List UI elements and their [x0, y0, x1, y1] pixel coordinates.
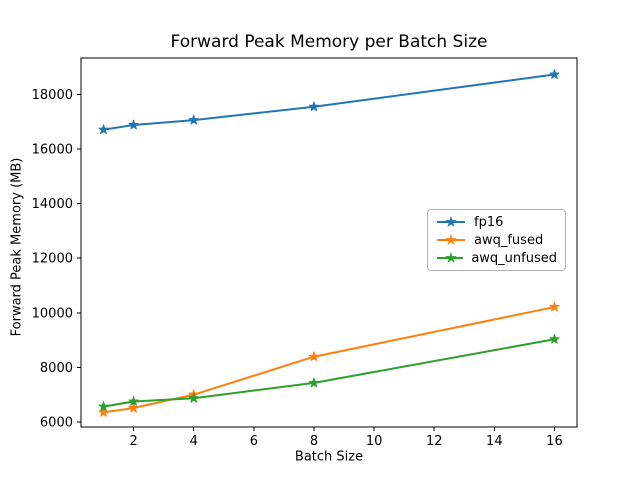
legend: fp16 awq_fused awq_unfused: [427, 209, 566, 271]
legend-line-marker-sample: [437, 215, 465, 227]
legend-line-marker-sample: [437, 233, 465, 245]
data-point-star-marker: [308, 377, 320, 388]
x-tick-label: 16: [546, 434, 563, 449]
data-point-star-marker: [128, 402, 139, 413]
data-point-star-marker: [128, 396, 139, 406]
data-point-star-marker: [308, 101, 320, 112]
data-point-star-marker: [98, 407, 109, 417]
axes-spines: [80, 57, 578, 428]
legend-sample-star-marker: [445, 215, 457, 227]
legend-label: awq_unfused: [471, 250, 557, 266]
series-fp16: [98, 69, 560, 135]
legend-sample-star-marker: [445, 251, 457, 263]
y-tick-label: 10000: [32, 306, 73, 321]
x-tick-label: 6: [250, 434, 258, 449]
data-point-star-marker: [188, 114, 199, 125]
x-tick-label: 4: [190, 434, 198, 449]
legend-line-marker-sample: [437, 251, 464, 263]
y-tick-label: 14000: [32, 197, 73, 212]
y-tick-label: 8000: [40, 361, 73, 376]
data-point-star-marker: [128, 119, 139, 130]
x-tick-label: 2: [129, 434, 137, 449]
series-line-awq_unfused: [102, 338, 556, 408]
x-axis: 2 4 6 8 10 12 14 16: [129, 427, 563, 449]
data-point-star-marker: [98, 401, 109, 412]
x-axis-label: Batch Size: [294, 449, 364, 465]
series-line-awq_fused: [102, 306, 556, 414]
legend-item-awq-unfused: awq_unfused: [436, 249, 557, 267]
legend-label: fp16: [474, 214, 504, 230]
chart-title: Forward Peak Memory per Batch Size: [170, 32, 488, 52]
y-axis: 6000 8000 10000 12000 14000 16000 18000: [32, 88, 81, 430]
y-tick-label: 12000: [32, 252, 73, 267]
legend-item-fp16: fp16: [436, 213, 557, 231]
data-point-star-marker: [308, 351, 320, 362]
y-tick-label: 18000: [32, 88, 73, 103]
legend-label: awq_fused: [474, 232, 544, 248]
data-point-star-marker: [549, 69, 560, 79]
data-point-star-marker: [98, 124, 109, 135]
data-point-star-marker: [188, 392, 199, 403]
y-tick-label: 16000: [32, 143, 73, 158]
legend-sample-star-marker: [445, 233, 457, 245]
data-point-star-marker: [549, 301, 560, 312]
legend-item-awq-fused: awq_fused: [436, 231, 557, 249]
series-line-fp16: [102, 73, 556, 131]
x-tick-label: 14: [486, 434, 503, 449]
x-tick-label: 12: [426, 434, 443, 449]
data-point-star-marker: [549, 333, 560, 344]
x-tick-label: 10: [366, 434, 383, 449]
x-tick-label: 8: [310, 434, 318, 449]
y-tick-label: 6000: [40, 415, 73, 430]
series-awq_unfused: [98, 333, 560, 412]
